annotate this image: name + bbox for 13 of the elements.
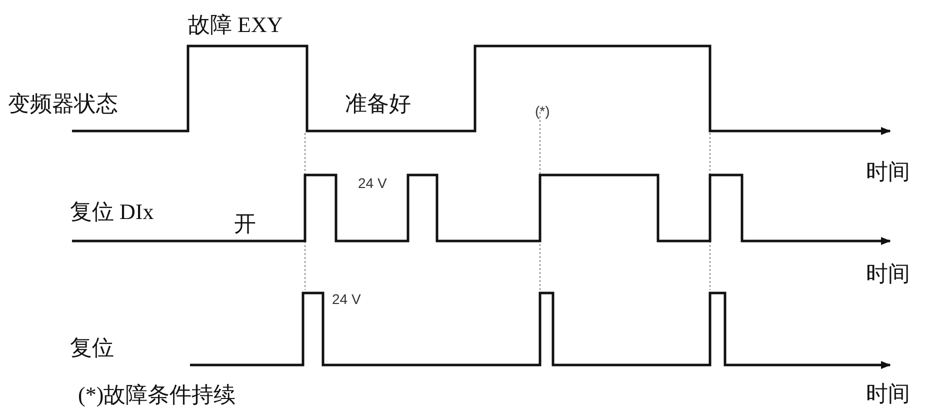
axis-label: 时间	[866, 160, 910, 184]
fault-label: 故障 EXY	[188, 13, 283, 38]
signal-name: 复位 DIx	[70, 200, 154, 224]
note-mark: (*)	[535, 104, 550, 120]
signal-name: 变频器状态	[8, 92, 118, 116]
voltage-label: 24 V	[358, 176, 387, 192]
axis-label: 时间	[866, 262, 910, 286]
signal-name: 复位	[70, 336, 114, 360]
state-label: 准备好	[345, 92, 411, 116]
state-label: 开	[234, 212, 256, 236]
footnote: (*)故障条件持续	[78, 383, 236, 408]
axis-label: 时间	[866, 382, 910, 406]
voltage-label: 24 V	[332, 292, 361, 308]
